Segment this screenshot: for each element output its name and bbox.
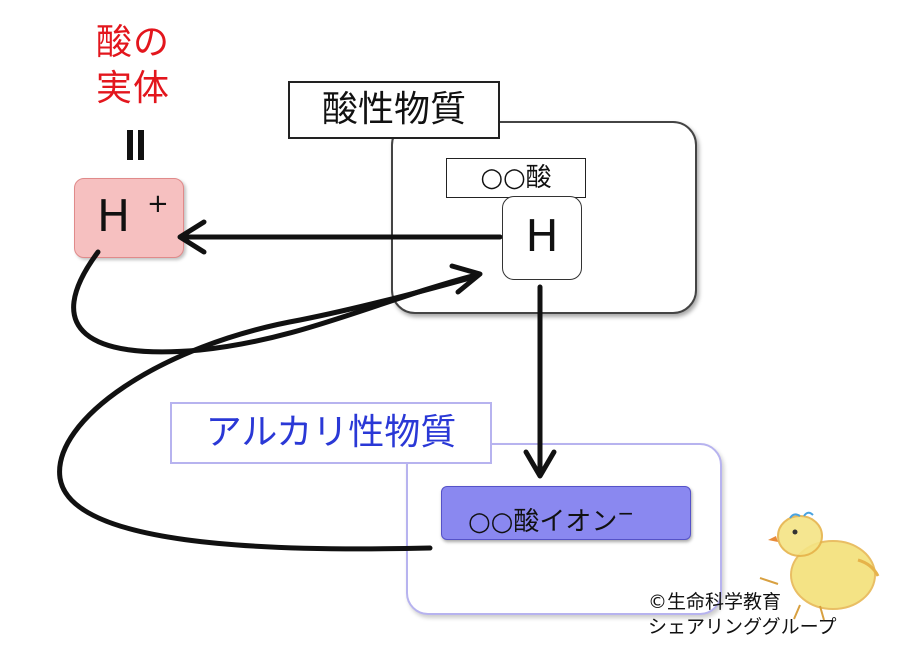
acid-ion-label: ○○酸イオン bbox=[468, 507, 618, 537]
arrowhead-acid-return bbox=[449, 263, 483, 295]
acid-essence-line1: 酸の bbox=[96, 22, 171, 63]
acid-ion-box: ○○酸イオン− bbox=[441, 486, 691, 540]
acid-ion-charge: − bbox=[617, 501, 635, 525]
copyright-line1: ©生命科学教育 bbox=[648, 591, 782, 613]
hydrogen-atom-box: H bbox=[502, 196, 582, 280]
arrowhead-hplus bbox=[177, 219, 207, 255]
arrowhead-ion bbox=[523, 449, 557, 479]
hydrogen-ion-box: H + bbox=[74, 178, 184, 258]
acid-substance-title: 酸性物質 bbox=[288, 81, 500, 139]
acid-essence-line2: 実体 bbox=[96, 68, 171, 109]
alkaline-substance-title: アルカリ性物質 bbox=[170, 402, 492, 464]
arrow-ion-curve bbox=[57, 275, 473, 552]
chick-icon bbox=[759, 511, 880, 621]
hydrogen-ion-symbol: H bbox=[97, 191, 131, 242]
copyright-text: ©生命科学教育 シェアリンググループ bbox=[648, 590, 836, 640]
acid-essence-label: 酸の 実体 bbox=[96, 20, 196, 112]
copyright-line2: シェアリンググループ bbox=[648, 616, 837, 638]
arrow-hplus-return-curve bbox=[71, 249, 479, 355]
hydrogen-ion-charge: + bbox=[147, 189, 169, 219]
equals-icon bbox=[125, 130, 147, 162]
acid-compound-label: ○○酸 bbox=[446, 158, 586, 198]
